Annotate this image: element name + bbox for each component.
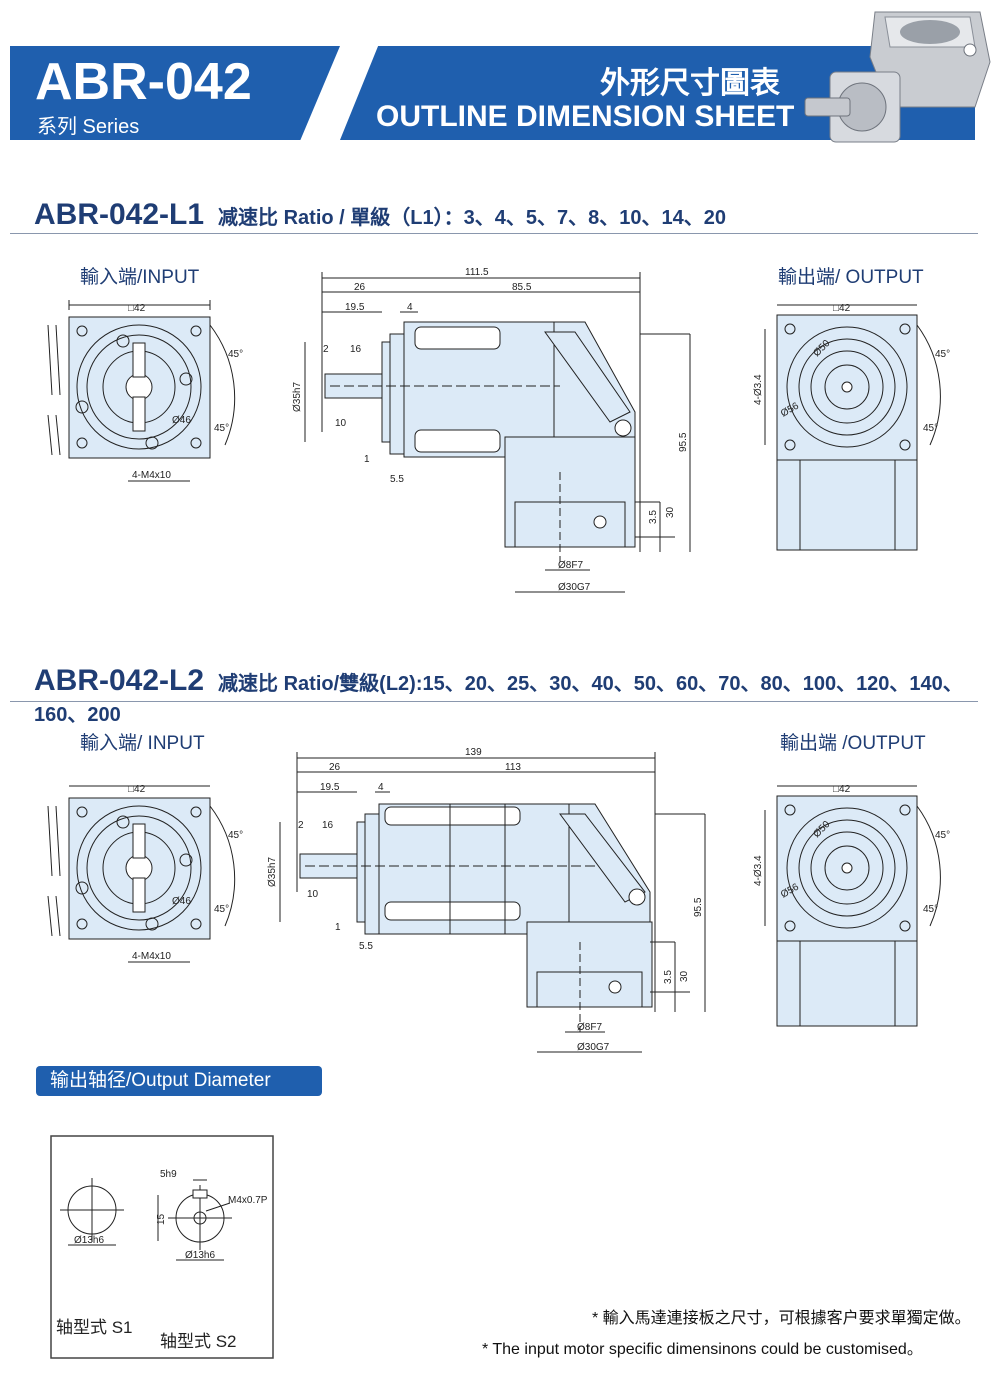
s2-side-2: 2 xyxy=(298,820,304,831)
s2-out-d34: 4-Ø3.4 xyxy=(753,855,764,886)
s2-side-16: 16 xyxy=(322,820,334,831)
s1-side-26: 26 xyxy=(354,282,366,293)
s2-in-sq: □42 xyxy=(128,784,146,795)
s1-out-sq: □42 xyxy=(833,303,851,314)
s1-side-855: 85.5 xyxy=(512,282,532,293)
s1-out-a45-bot: 45° xyxy=(923,423,938,434)
gearbox-product-image xyxy=(804,11,991,143)
title-en: OUTLINE DIMENSION SHEET xyxy=(376,100,795,133)
title-cn: 外形尺寸圖表 xyxy=(600,67,780,100)
note-en: * The input motor specific dimensinons c… xyxy=(482,1341,923,1358)
s1-side-2: 2 xyxy=(323,344,329,355)
s2-side-195: 19.5 xyxy=(320,782,340,793)
s1-side-35: 3.5 xyxy=(648,510,659,524)
s1-in-d46: Ø46 xyxy=(172,415,191,426)
s1-side-4: 4 xyxy=(407,302,413,313)
s2-out-a45-bot: 45° xyxy=(923,904,938,915)
shaft-type-s2: 轴型式 S2 xyxy=(160,1332,237,1351)
shaft-type-s1: 轴型式 S1 xyxy=(56,1318,133,1337)
s1-side-10: 10 xyxy=(335,418,347,429)
s1-side-16: 16 xyxy=(350,344,362,355)
s2-out-sq: □42 xyxy=(833,784,851,795)
section2-rule xyxy=(10,701,978,702)
s2-side-955: 95.5 xyxy=(693,897,704,917)
s1-out-a45-top: 45° xyxy=(935,349,950,360)
s2-shaft-key: 5h9 xyxy=(160,1169,177,1180)
section2-input-label: 輸入端/ INPUT xyxy=(80,733,205,754)
header-model-banner xyxy=(10,46,340,140)
s2-side-d8: Ø8F7 xyxy=(577,1022,602,1033)
s2-out-a45-top: 45° xyxy=(935,830,950,841)
section1-model: ABR-042-L1 xyxy=(34,198,205,231)
section2-ratio: 减速比 Ratio/雙級(L2):15、20、25、30、40、50、60、70… xyxy=(34,673,963,726)
section1-ratio: 减速比 Ratio / 單級（L1）：3、4、5、7、8、10、14、20 xyxy=(218,207,726,229)
s2-in-d46: Ø46 xyxy=(172,896,191,907)
s2-side-26: 26 xyxy=(329,762,341,773)
output-diameter-drawing: Ø13h6 5h9 M4x0.7P 15 Ø13h6 轴型式 S1 轴型式 S2 xyxy=(50,1135,274,1359)
s1-side-total: 111.5 xyxy=(465,267,489,278)
s2-side-1: 1 xyxy=(335,922,341,933)
s1-side-1: 1 xyxy=(364,454,370,465)
series-model: ABR-042 xyxy=(35,53,252,111)
s1-side-195: 19.5 xyxy=(345,302,365,313)
s1-shaft-dia: Ø13h6 xyxy=(74,1235,104,1246)
s1-in-a45-bot: 45° xyxy=(214,423,229,434)
s1-in-m4: 4-M4x10 xyxy=(132,470,171,481)
section1-input-drawing: □42 Ø46 4-M4x10 45° 45° xyxy=(47,300,243,482)
s2-shaft-thread: M4x0.7P xyxy=(228,1195,268,1206)
s2-in-a45-top: 45° xyxy=(228,830,243,841)
section2-side-drawing: 139 26 113 19.5 4 2 16 10 1 5.5 Ø35h7 95… xyxy=(267,747,706,1053)
s2-in-a45-bot: 45° xyxy=(214,904,229,915)
note-cn: * 輸入馬達連接板之尺寸，可根據客户要求單獨定做。 xyxy=(592,1310,971,1327)
s2-side-4: 4 xyxy=(378,782,384,793)
section2-input-drawing: □42 Ø46 4-M4x10 45° 45° xyxy=(47,784,243,963)
s1-side-d35: Ø35h7 xyxy=(292,382,303,412)
section2-model: ABR-042-L2 xyxy=(34,664,205,697)
s2-side-30: 30 xyxy=(679,970,690,982)
s1-in-a45-top: 45° xyxy=(228,349,243,360)
s2-side-113: 113 xyxy=(505,762,521,773)
output-diameter-label: 输出轴径/Output Diameter xyxy=(36,1066,322,1096)
section1-input-label: 輸入端/INPUT xyxy=(80,267,200,288)
section2-output-label: 輸出端 /OUTPUT xyxy=(780,733,926,754)
section1-output-label: 輸出端/ OUTPUT xyxy=(778,267,924,288)
s2-shaft-height: 15 xyxy=(156,1213,167,1225)
s1-side-d8: Ø8F7 xyxy=(558,560,583,571)
s2-side-55: 5.5 xyxy=(359,941,373,952)
section1-title: ABR-042-L1 减速比 Ratio / 單級（L1）：3、4、5、7、8、1… xyxy=(34,198,726,232)
s2-shaft-dia: Ø13h6 xyxy=(185,1250,215,1261)
s2-side-35: 3.5 xyxy=(663,970,674,984)
s1-side-955: 95.5 xyxy=(678,432,689,452)
s1-side-d30: Ø30G7 xyxy=(558,582,591,593)
section1-output-drawing: □42 Ø50 Ø56 4-Ø3.4 45° 45° xyxy=(753,303,950,551)
series-label: 系列 Series xyxy=(37,116,140,138)
s2-side-10: 10 xyxy=(307,889,319,900)
s2-in-m4: 4-M4x10 xyxy=(132,951,171,962)
s2-side-total: 139 xyxy=(465,747,482,758)
section1-side-drawing: 111.5 26 85.5 19.5 4 2 16 10 1 5.5 Ø35h7… xyxy=(292,267,691,593)
s1-side-30: 30 xyxy=(665,506,676,518)
s1-out-d34: 4-Ø3.4 xyxy=(753,374,764,405)
section1-rule xyxy=(10,233,978,234)
section2-output-drawing: □42 Ø50 Ø56 4-Ø3.4 45° 45° xyxy=(753,784,950,1027)
s2-side-d35: Ø35h7 xyxy=(267,857,278,887)
s1-in-sq: □42 xyxy=(128,303,146,314)
s1-side-55: 5.5 xyxy=(390,474,404,485)
s2-side-d30: Ø30G7 xyxy=(577,1042,610,1053)
